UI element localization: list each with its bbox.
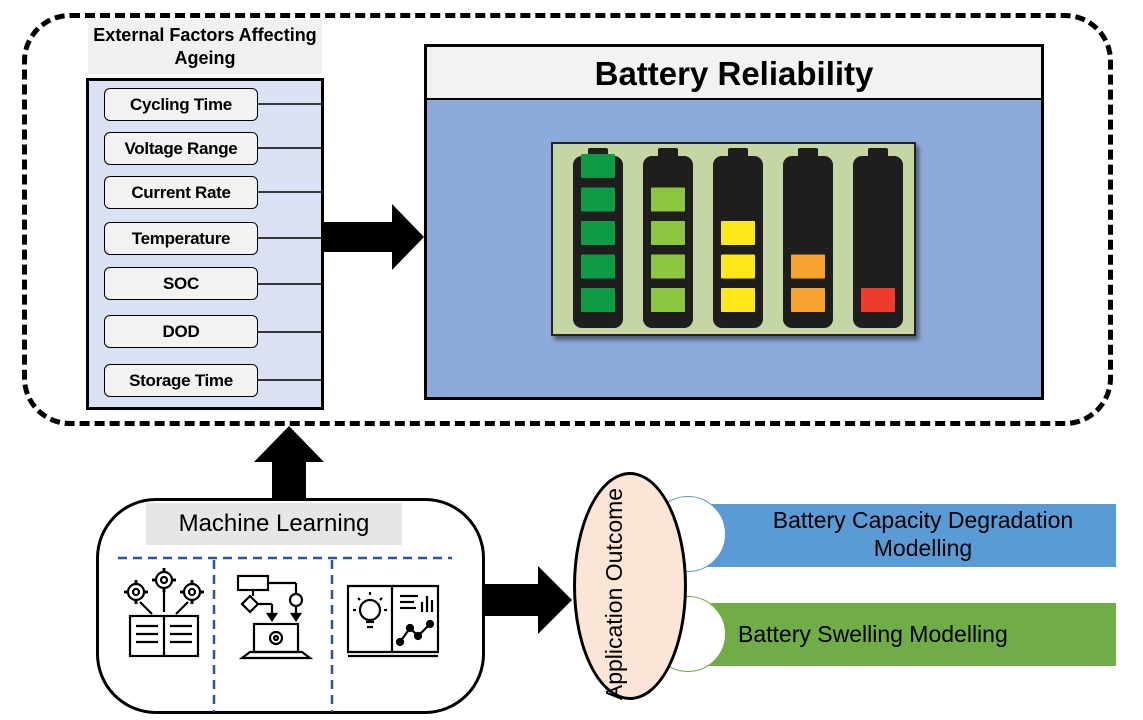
factor-soc: SOC bbox=[104, 267, 258, 300]
battery-4 bbox=[783, 148, 833, 328]
battery-3-cell-1 bbox=[721, 288, 755, 312]
factor-voltage-range: Voltage Range bbox=[104, 132, 258, 165]
machine-learning-label: Machine Learning bbox=[146, 503, 402, 545]
factor-current-rate: Current Rate bbox=[104, 176, 258, 209]
battery-3 bbox=[713, 148, 763, 328]
external-factors-title: External Factors Affecting Ageing bbox=[88, 20, 322, 74]
outcome-swelling-label: Battery Swelling Modelling bbox=[738, 621, 1008, 647]
battery-2-cell-4 bbox=[651, 187, 685, 212]
outcome-capacity-label: Battery Capacity Degradation Modelling bbox=[772, 507, 1074, 561]
battery-2 bbox=[643, 148, 693, 328]
application-outcome-oval bbox=[573, 472, 687, 700]
idea-book-chart-icon bbox=[346, 584, 440, 658]
battery-2-cell-1 bbox=[651, 288, 685, 312]
battery-1-cell-2 bbox=[581, 254, 615, 279]
battery-1-cell-4 bbox=[581, 187, 615, 212]
application-outcome-label: Application Outcome bbox=[601, 487, 627, 701]
arrow-up-icon bbox=[254, 426, 324, 500]
battery-3-cell-3 bbox=[721, 221, 755, 245]
gears-book-icon bbox=[124, 568, 204, 658]
factor-storage-time: Storage Time bbox=[104, 364, 258, 397]
battery-3-cell-2 bbox=[721, 254, 755, 279]
battery-2-cell-2 bbox=[651, 254, 685, 279]
dashed-boundary-region bbox=[22, 13, 1113, 426]
factor-cycling-time: Cycling Time bbox=[104, 88, 258, 121]
battery-4-cell-1 bbox=[791, 288, 825, 312]
battery-1 bbox=[573, 148, 623, 328]
battery-1-cell-1 bbox=[581, 288, 615, 312]
factor-dod: DOD bbox=[104, 315, 258, 348]
outcome-swelling-bar bbox=[688, 603, 1116, 666]
workflow-laptop-icon bbox=[236, 574, 314, 660]
factor-temperature: Temperature bbox=[104, 222, 258, 255]
battery-levels-icon bbox=[573, 148, 903, 328]
battery-2-cell-3 bbox=[651, 221, 685, 245]
battery-1-cell-5 bbox=[581, 154, 615, 178]
outcome-capacity-bar bbox=[688, 504, 1116, 567]
ml-dividers bbox=[118, 556, 452, 712]
battery-4-cell-2 bbox=[791, 254, 825, 279]
arrow-right-icon bbox=[484, 566, 572, 634]
battery-1-cell-3 bbox=[581, 221, 615, 245]
battery-5-cell-1 bbox=[861, 288, 895, 312]
battery-reliability-title: Battery Reliability bbox=[427, 47, 1041, 100]
battery-5 bbox=[853, 148, 903, 328]
arrow-right-icon bbox=[322, 204, 424, 270]
battery-levels-graphic bbox=[551, 142, 916, 336]
